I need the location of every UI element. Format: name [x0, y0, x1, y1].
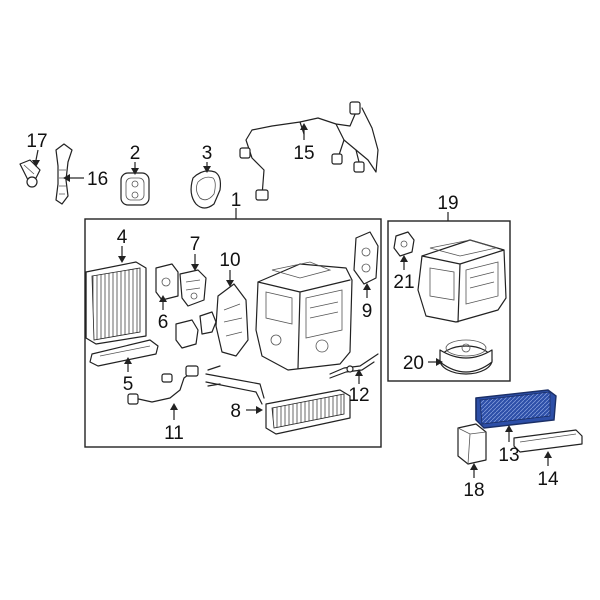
- label-part-14: 14: [537, 469, 559, 490]
- part-7-servo[interactable]: [179, 269, 207, 307]
- label-part-21: 21: [393, 272, 414, 293]
- label-part-13: 13: [498, 445, 519, 466]
- part-20-blower-motor[interactable]: [439, 339, 493, 375]
- part-8-evaporator[interactable]: [205, 365, 351, 435]
- label-part-10: 10: [219, 250, 240, 271]
- label-part-1: 1: [231, 190, 242, 211]
- part-21-actuator[interactable]: [393, 231, 415, 257]
- label-part-18: 18: [463, 480, 484, 501]
- label-part-12: 12: [348, 385, 369, 406]
- hvac-case-group-box: [84, 218, 382, 448]
- part-3-grommet[interactable]: [190, 170, 222, 209]
- part-13-cabin-air-filter[interactable]: [475, 389, 557, 429]
- label-part-17: 17: [26, 131, 47, 152]
- part-2-grommet[interactable]: [120, 172, 150, 206]
- part-6-actuator[interactable]: [155, 263, 179, 301]
- label-part-8: 8: [230, 401, 241, 422]
- leader-lines: [32, 123, 552, 478]
- part-18-control-module[interactable]: [457, 423, 487, 465]
- part-actuator-lower[interactable]: [175, 311, 217, 349]
- label-part-7: 7: [190, 234, 201, 255]
- label-part-9: 9: [362, 301, 373, 322]
- part-16-duct[interactable]: [55, 143, 73, 205]
- label-part-4: 4: [117, 227, 128, 248]
- part-10-link-panel[interactable]: [215, 283, 249, 357]
- part-4-heater-core[interactable]: [85, 261, 147, 345]
- part-14-filter-door[interactable]: [513, 429, 583, 453]
- part-5-duct[interactable]: [89, 339, 159, 367]
- label-part-16: 16: [87, 169, 108, 190]
- label-part-11: 11: [164, 423, 184, 444]
- part-hvac-case[interactable]: [255, 261, 353, 371]
- label-part-2: 2: [130, 143, 141, 164]
- label-part-3: 3: [202, 143, 213, 164]
- label-part-6: 6: [158, 312, 169, 333]
- part-9-bracket[interactable]: [353, 231, 379, 285]
- part-11-wire[interactable]: [127, 365, 199, 405]
- label-part-19: 19: [437, 193, 458, 214]
- label-part-20: 20: [403, 353, 424, 374]
- blower-group-box: [387, 220, 511, 382]
- part-blower-housing[interactable]: [417, 239, 507, 323]
- label-part-15: 15: [293, 143, 314, 164]
- label-part-5: 5: [123, 374, 134, 395]
- part-12-pipe[interactable]: [329, 353, 379, 379]
